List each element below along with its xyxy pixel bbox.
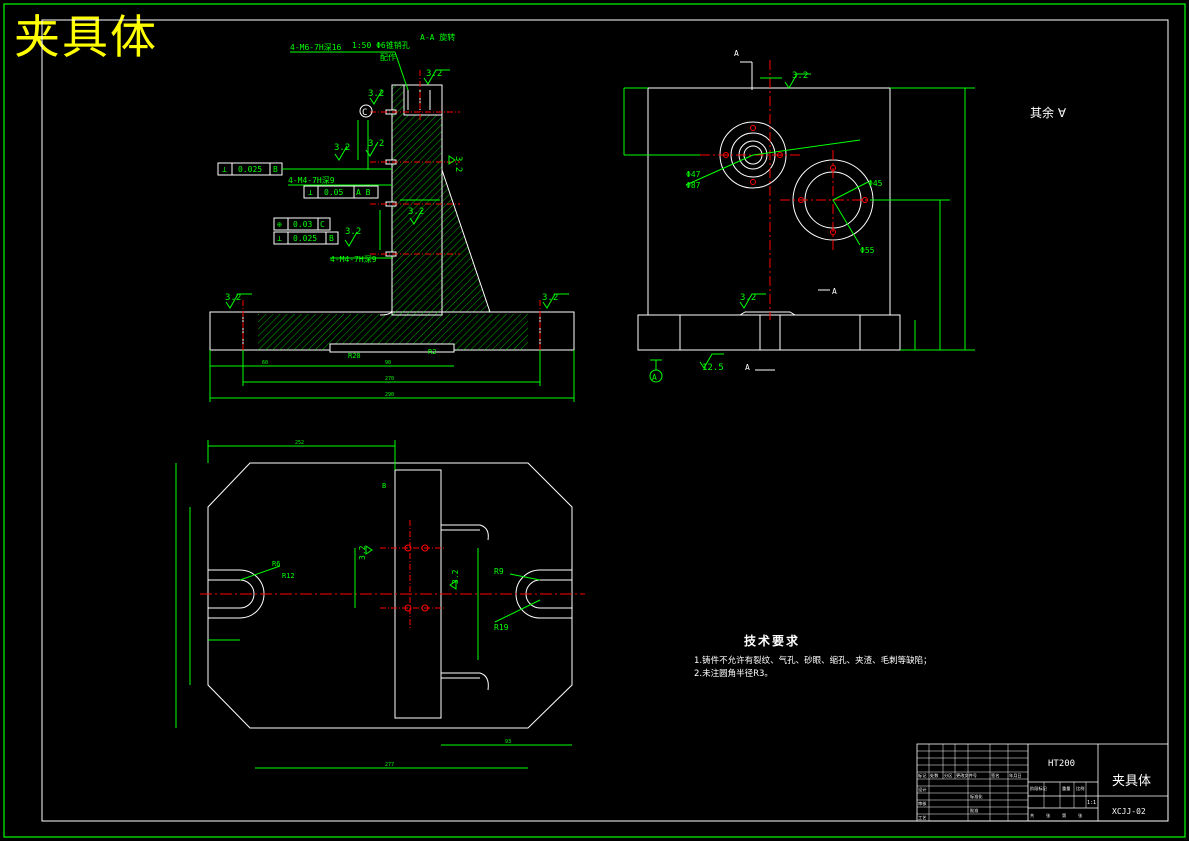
- svg-text:B: B: [273, 165, 278, 174]
- datum-a-marker: A: [652, 373, 657, 382]
- dim-plan-bottom: 277: [385, 762, 394, 768]
- tb-mid-approve: 批准: [970, 807, 978, 814]
- section-mark-a3: A: [745, 363, 750, 372]
- dim-plan-top: 252: [295, 440, 304, 446]
- svg-text:⊥: ⊥: [277, 234, 282, 243]
- datum-b-marker: B: [382, 482, 386, 490]
- front-section-view: 60 90 270 290 R20 R2 3.2 3.2 3.2 3.2 3.2…: [209, 32, 575, 402]
- drawing-title: 夹具体: [14, 10, 158, 64]
- tb-row-label: 标记: [918, 772, 927, 779]
- dim-r12: R12: [282, 572, 295, 580]
- roughness-r10: 3.2: [792, 71, 808, 81]
- tolerance-frame-3: ⊕ 0.03 C: [273, 217, 331, 231]
- dim-plan-right: 93: [505, 739, 511, 745]
- section-mark-a1: A: [734, 49, 739, 58]
- tb-sheet-label: 张: [1046, 812, 1051, 819]
- dim-r2: R2: [428, 348, 436, 356]
- svg-text:0.05: 0.05: [324, 188, 343, 197]
- tb-row-label: 签名: [991, 772, 999, 779]
- roughness-r1: 3.2: [426, 69, 442, 79]
- tb-stage-weight: 重量: [1062, 785, 1070, 792]
- dim-bottom-3: 270: [385, 376, 394, 382]
- dim-bottom-4: 290: [385, 392, 394, 398]
- dim-bottom-2: 90: [385, 360, 391, 366]
- outer-frame: [3, 3, 1186, 838]
- callout-hole-low: 4-M4-7H深9: [330, 255, 377, 264]
- dim-diam45: Φ45: [868, 179, 883, 188]
- callout-hole-mid: 4-M4-7H深9: [288, 176, 335, 185]
- tb-row-label: 处数: [930, 772, 939, 779]
- section-label: A-A 旋转: [420, 32, 455, 42]
- svg-text:⊕: ⊕: [277, 220, 282, 229]
- tb-sheet-label: 第: [1062, 812, 1066, 819]
- tb-row-label: 年月日: [1009, 772, 1022, 779]
- roughness-r4: 3.2: [368, 89, 384, 99]
- svg-text:A B: A B: [356, 188, 371, 197]
- svg-text:⊥: ⊥: [308, 188, 313, 197]
- tb-role-design: 设计: [918, 786, 926, 793]
- dim-diam47: Φ47: [686, 170, 701, 179]
- tb-row-label: 分区: [944, 772, 952, 779]
- tb-stage-mark: 阶段标记: [1030, 785, 1048, 792]
- dim-bottom-1: 60: [262, 360, 268, 366]
- dim-diam55: Φ55: [860, 246, 875, 255]
- svg-text:0.025: 0.025: [293, 234, 317, 243]
- svg-text:B: B: [329, 234, 334, 243]
- roughness-r6: 3.2: [368, 139, 384, 149]
- technical-requirement-item: 2.未注圆角半径R3。: [694, 669, 773, 679]
- tolerance-frame-2: ⊥ 0.05 A B: [303, 185, 379, 199]
- roughness-r3: 3.2: [542, 293, 558, 303]
- roughness-r8: 3.2: [345, 227, 361, 237]
- dim-diam87: Φ87: [686, 181, 701, 190]
- title-block-part-name: 夹具体: [1112, 774, 1151, 789]
- title-block-material: HT200: [1048, 759, 1075, 769]
- title-block: [916, 743, 1169, 822]
- roughness-symbol: [225, 69, 569, 309]
- dim-r9: R9: [494, 567, 504, 576]
- roughness-r13: 3.2: [358, 545, 367, 560]
- technical-requirement-item: 1.铸件不允许有裂纹、气孔、砂眼、缩孔、夹渣、毛刺等缺陷；: [694, 656, 932, 666]
- dim-r20: R20: [348, 352, 361, 360]
- title-block-scale: 1:1: [1087, 800, 1096, 806]
- plan-view: 252 277 93 R12 R6 R9 R19 3.2 3.2 B: [175, 440, 585, 769]
- tolerance-frame-4: ⊥ 0.025 B: [273, 231, 339, 245]
- callout-hole-top: 4-M6-7H深16: [290, 43, 342, 52]
- title-block-drawing-no: XCJJ-02: [1112, 807, 1146, 816]
- roughness-r9: 3.2: [453, 156, 463, 172]
- svg-text:0.03: 0.03: [293, 220, 312, 229]
- dim-r19: R19: [494, 623, 509, 632]
- svg-text:⊥: ⊥: [222, 165, 227, 174]
- roughness-r5: 3.2: [334, 143, 350, 153]
- roughness-r12: 12.5: [702, 363, 724, 373]
- dim-r6: R6: [272, 560, 280, 568]
- technical-requirements-title: 技术要求: [744, 634, 801, 648]
- roughness-r7: 3.2: [408, 207, 424, 217]
- tb-sheet-label: 共: [1030, 812, 1034, 819]
- tolerance-frame-1: ⊥ 0.025 B: [217, 162, 392, 176]
- callout-taper-hole: 1:50 Φ6锥销孔: [352, 40, 410, 50]
- side-view: Φ47 Φ87 Φ45 Φ55 A A A 3.2 3.2 12.5 A: [623, 49, 975, 383]
- tb-row-label: 更改文件号: [956, 772, 977, 779]
- inner-frame: [41, 19, 1169, 822]
- tb-mid-std: 标准化: [970, 793, 983, 800]
- datum-c-marker: C: [362, 108, 367, 118]
- tb-stage-scale: 比例: [1076, 785, 1084, 792]
- callout-taper-sub: 配作: [380, 52, 396, 62]
- roughness-r14: 3.2: [451, 569, 460, 584]
- tb-role-process: 工艺: [918, 815, 926, 820]
- roughness-r11: 3.2: [740, 293, 756, 303]
- tb-sheet-label: 张: [1078, 812, 1083, 819]
- technical-requirements: 技术要求 1.铸件不允许有裂纹、气孔、砂眼、缩孔、夹渣、毛刺等缺陷； 2.未注圆…: [694, 632, 932, 681]
- rest-roughness-note: 其余 ∀: [1030, 106, 1067, 120]
- svg-text:C: C: [320, 220, 325, 229]
- section-mark-a2: A: [832, 287, 837, 296]
- svg-text:0.025: 0.025: [238, 165, 262, 174]
- roughness-r2: 3.2: [225, 293, 241, 303]
- tb-role-review: 审核: [918, 800, 927, 807]
